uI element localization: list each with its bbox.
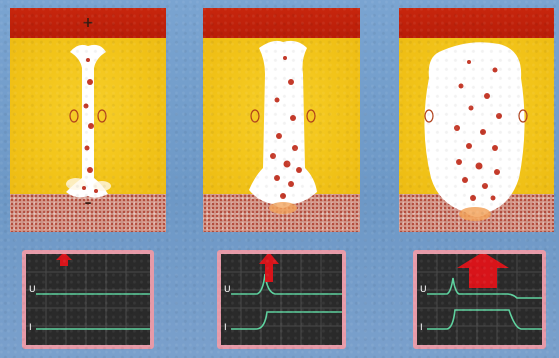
- arrow-up-icon: [56, 254, 72, 266]
- oscilloscope-1: U I: [22, 250, 154, 349]
- breakdown-channel: [10, 8, 166, 232]
- current-label: I: [420, 324, 423, 333]
- discharge-panel-2: [203, 8, 360, 232]
- oscilloscope-2: U I: [217, 250, 346, 349]
- oscilloscope-screen: [221, 254, 342, 345]
- arrow-up-icon: [259, 254, 279, 282]
- arrow-up-icon: [457, 254, 509, 288]
- discharge-panel-3: [399, 8, 554, 232]
- oscilloscope-screen: [417, 254, 542, 345]
- oscilloscope-screen: [26, 254, 150, 345]
- current-label: I: [29, 324, 32, 333]
- discharge-panel-1: + –: [10, 8, 166, 232]
- current-label: I: [224, 324, 227, 333]
- oscilloscope-3: U I: [413, 250, 546, 349]
- voltage-label: U: [420, 286, 427, 295]
- voltage-label: U: [29, 286, 36, 295]
- voltage-label: U: [224, 286, 231, 295]
- breakdown-channel: [203, 8, 360, 232]
- breakdown-channel: [399, 8, 554, 232]
